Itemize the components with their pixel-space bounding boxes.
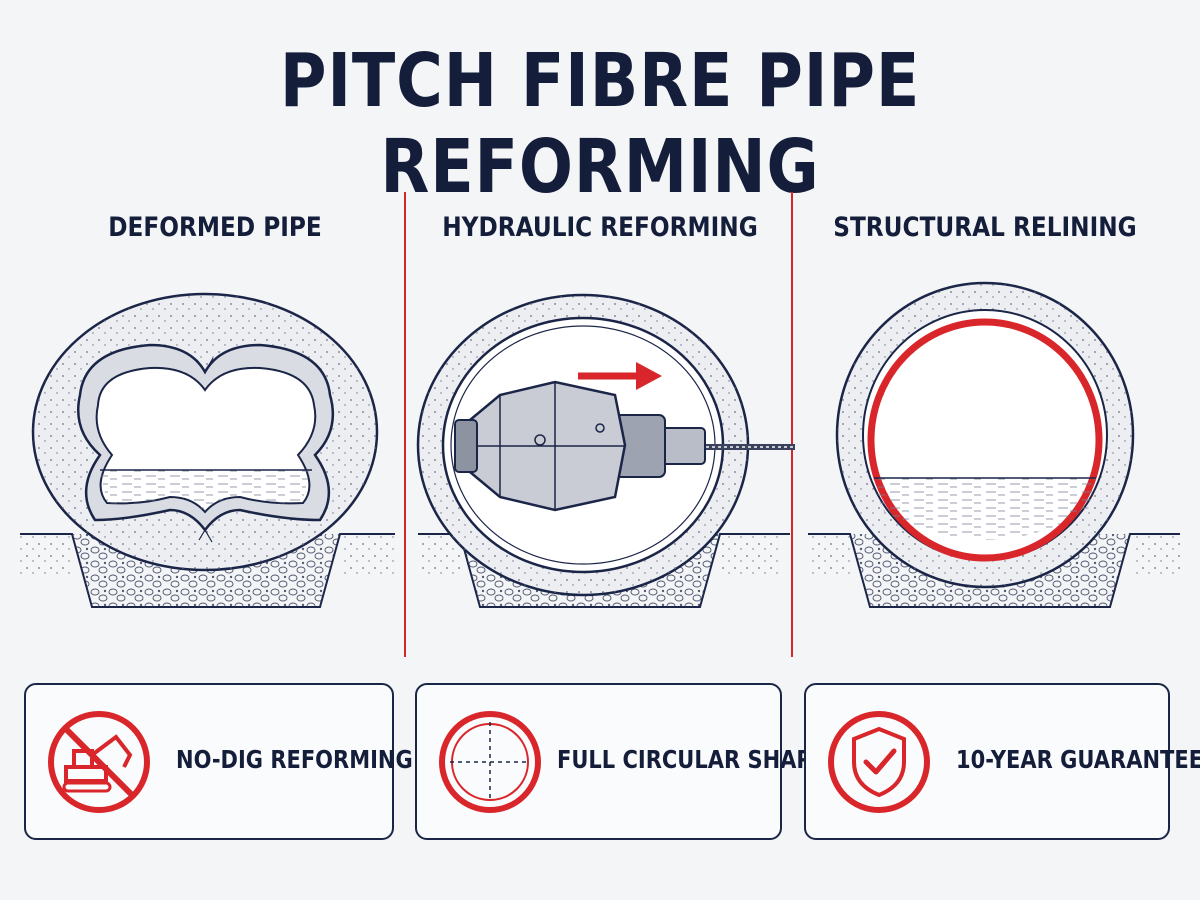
feature-guarantee: 10-YEAR GUARANTEE [804, 683, 1200, 840]
hydraulic-reforming-drawing [416, 293, 795, 608]
panel-divider-left [404, 192, 406, 657]
panel-title-deformed: DEFORMED PIPE [108, 212, 322, 243]
feature-label-guarantee: 10-YEAR GUARANTEE [956, 745, 1200, 774]
page-title: PITCH FIBRE PIPE REFORMING [279, 38, 921, 210]
shield-check-icon [828, 711, 930, 813]
panel-divider-right [791, 192, 793, 657]
feature-label-no-dig: NO-DIG REFORMING [176, 745, 413, 774]
no-excavator-icon [48, 711, 150, 813]
feature-circular-shape: FULL CIRCULAR SHAPE [415, 683, 826, 840]
structural-relining-drawing [808, 281, 1180, 608]
panel-title-hydraulic: HYDRAULIC REFORMING [442, 212, 758, 243]
circle-crosshair-icon [439, 711, 541, 813]
deformed-pipe-drawing [20, 292, 395, 608]
feature-no-dig: NO-DIG REFORMING [24, 683, 413, 840]
panel-title-relining: STRUCTURAL RELINING [833, 212, 1137, 243]
pipe-illustrations [20, 281, 1180, 608]
feature-label-circular-shape: FULL CIRCULAR SHAPE [557, 745, 827, 774]
